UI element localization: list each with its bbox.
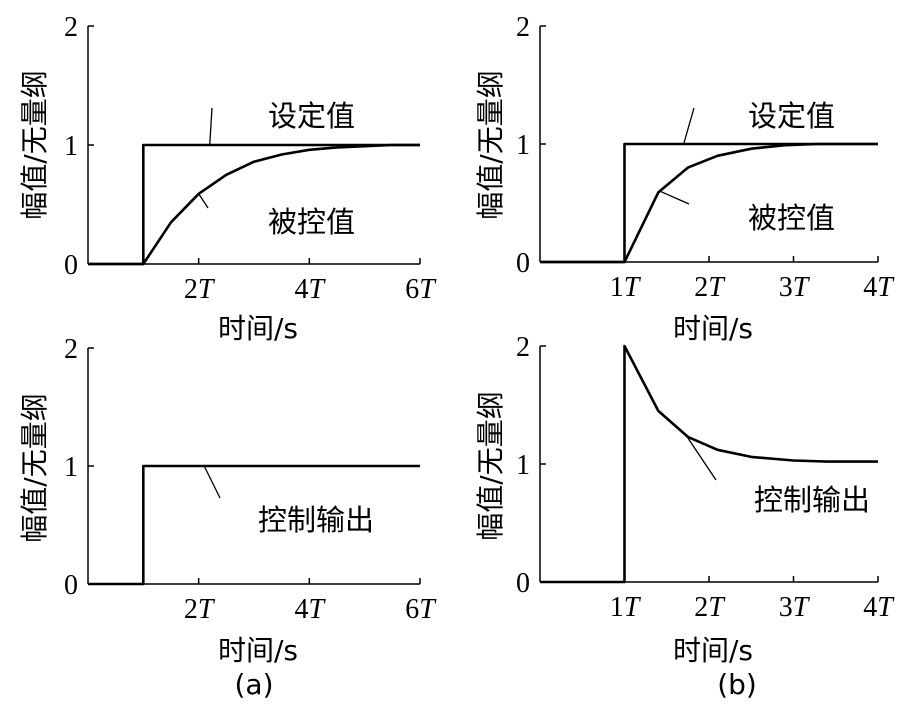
x-tick-number: 4 bbox=[295, 274, 309, 305]
x-tick-unit: T bbox=[198, 274, 216, 305]
x-tick-unit: T bbox=[419, 594, 437, 625]
y-tick-label: 2 bbox=[64, 334, 78, 365]
annotation-label: 设定值 bbox=[268, 99, 355, 133]
series-line-2 bbox=[540, 142, 878, 264]
y-tick-label: 0 bbox=[516, 248, 530, 279]
y-tick-label: 0 bbox=[64, 570, 78, 601]
annotation-leader bbox=[209, 107, 213, 146]
series-line-1 bbox=[88, 464, 420, 586]
x-axis-title: 时间/s bbox=[218, 634, 298, 667]
x-tick-number: 6 bbox=[405, 274, 419, 305]
annotation-label: 被控值 bbox=[268, 205, 355, 239]
x-tick-unit: T bbox=[309, 274, 327, 305]
x-tick-unit: T bbox=[624, 592, 642, 623]
x-tick-label: 4T bbox=[295, 274, 327, 305]
y-tick-label: 2 bbox=[516, 332, 530, 363]
annotation-label: 设定值 bbox=[748, 99, 835, 133]
x-axis-title: 时间/s bbox=[218, 312, 298, 345]
x-tick-label: 2T bbox=[694, 592, 726, 623]
y-tick-label: 2 bbox=[516, 12, 530, 43]
x-tick-label: 6T bbox=[405, 594, 437, 625]
x-tick-number: 6 bbox=[405, 594, 419, 625]
x-tick-number: 4 bbox=[863, 592, 877, 623]
x-tick-label: 3T bbox=[779, 272, 811, 303]
y-axis-title: 幅值/无量纲 bbox=[18, 393, 51, 542]
x-tick-unit: T bbox=[708, 592, 726, 623]
x-tick-unit: T bbox=[793, 272, 811, 303]
y-tick-label: 1 bbox=[516, 130, 530, 161]
x-tick-unit: T bbox=[198, 594, 216, 625]
y-tick-label: 0 bbox=[64, 250, 78, 281]
annotation-label: 被控值 bbox=[748, 201, 835, 235]
series-line-1 bbox=[540, 344, 878, 584]
x-tick-label: 2T bbox=[184, 594, 216, 625]
y-axis-title: 幅值/无量纲 bbox=[474, 70, 507, 219]
x-tick-label: 1T bbox=[610, 592, 642, 623]
x-tick-number: 4 bbox=[295, 594, 309, 625]
x-axis-title: 时间/s bbox=[673, 634, 753, 667]
annotation-label: 控制输出 bbox=[258, 503, 374, 537]
y-axis-title: 幅值/无量纲 bbox=[18, 70, 51, 219]
y-tick-label: 2 bbox=[64, 12, 78, 43]
y-axis-title: 幅值/无量纲 bbox=[474, 391, 507, 540]
x-tick-number: 2 bbox=[184, 274, 198, 305]
x-tick-label: 4T bbox=[295, 594, 327, 625]
x-tick-unit: T bbox=[793, 592, 811, 623]
annotation-leader bbox=[659, 190, 690, 205]
series-line-2 bbox=[88, 143, 420, 266]
x-tick-number: 3 bbox=[779, 592, 793, 623]
annotation-leader bbox=[687, 437, 717, 481]
x-tick-number: 2 bbox=[694, 272, 708, 303]
caption-b: (b) bbox=[717, 668, 757, 701]
x-tick-label: 2T bbox=[184, 274, 216, 305]
x-tick-number: 2 bbox=[694, 592, 708, 623]
x-tick-label: 4T bbox=[863, 272, 895, 303]
x-tick-label: 2T bbox=[694, 272, 726, 303]
x-tick-number: 4 bbox=[863, 272, 877, 303]
annotation-leader bbox=[203, 465, 221, 499]
annotation-leader bbox=[683, 107, 695, 145]
x-tick-number: 1 bbox=[610, 272, 624, 303]
x-tick-number: 2 bbox=[184, 594, 198, 625]
annotation-label: 控制输出 bbox=[754, 483, 870, 517]
x-tick-unit: T bbox=[708, 272, 726, 303]
x-tick-unit: T bbox=[419, 274, 437, 305]
y-tick-label: 0 bbox=[516, 568, 530, 599]
x-tick-number: 1 bbox=[610, 592, 624, 623]
x-tick-label: 1T bbox=[610, 272, 642, 303]
x-tick-unit: T bbox=[309, 594, 327, 625]
caption-a: (a) bbox=[234, 668, 273, 701]
x-tick-unit: T bbox=[877, 272, 895, 303]
x-tick-label: 4T bbox=[863, 592, 895, 623]
x-axis-title: 时间/s bbox=[673, 312, 753, 345]
y-tick-label: 1 bbox=[64, 131, 78, 162]
y-tick-label: 1 bbox=[64, 452, 78, 483]
annotation-leader bbox=[198, 193, 209, 209]
x-tick-label: 6T bbox=[405, 274, 437, 305]
x-tick-label: 3T bbox=[779, 592, 811, 623]
x-tick-number: 3 bbox=[779, 272, 793, 303]
x-tick-unit: T bbox=[624, 272, 642, 303]
y-tick-label: 1 bbox=[516, 450, 530, 481]
x-tick-unit: T bbox=[877, 592, 895, 623]
